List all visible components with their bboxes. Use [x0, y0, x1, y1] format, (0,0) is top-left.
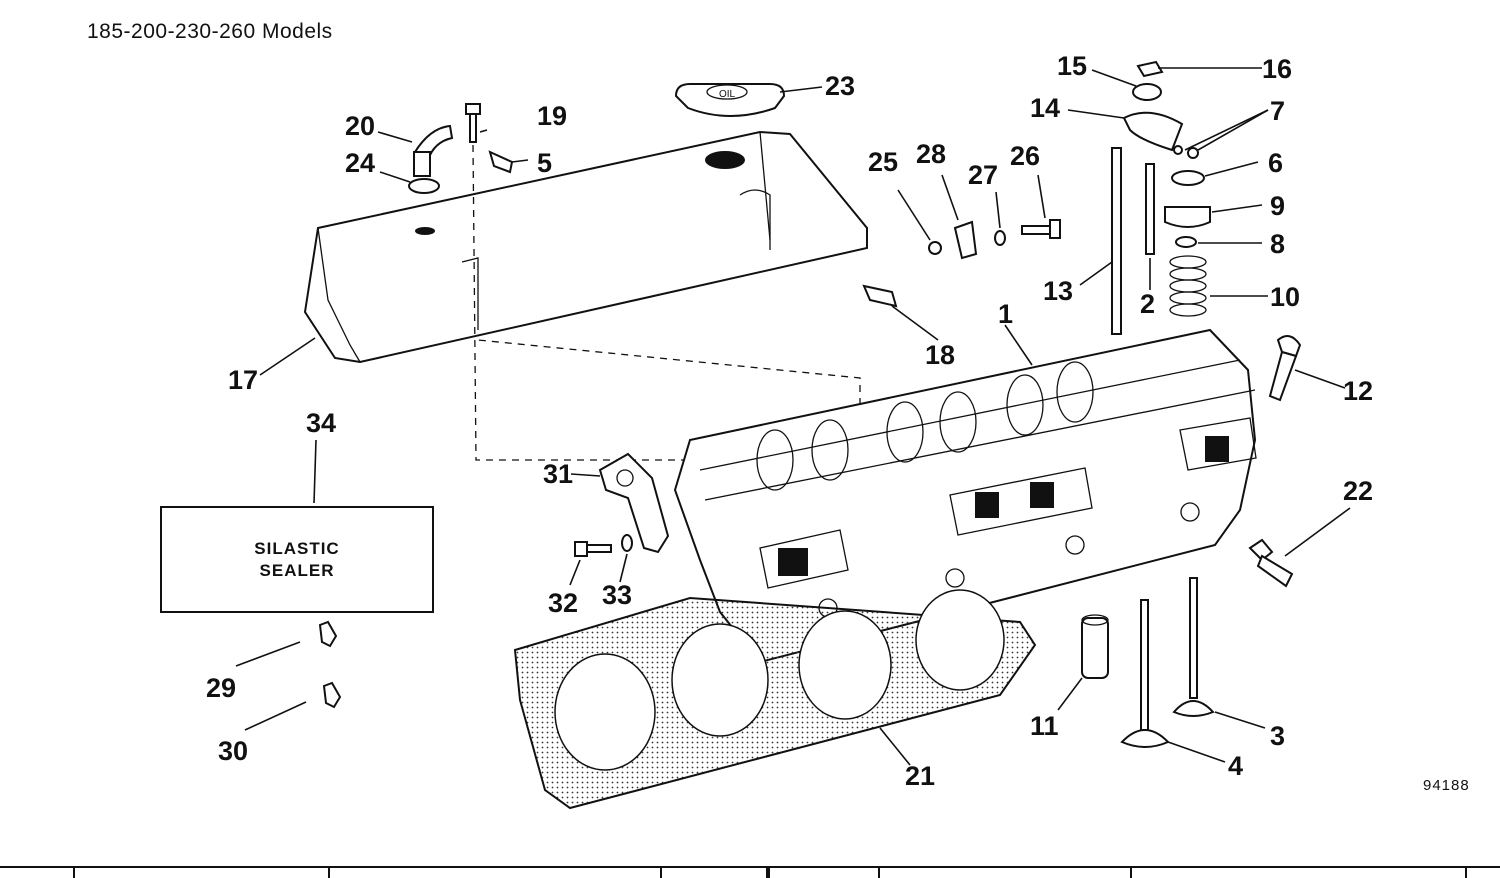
callout-15: 15: [1057, 51, 1087, 81]
callout-34: 34: [306, 408, 336, 438]
table-divider: [73, 868, 75, 878]
callout-17: 17: [228, 365, 258, 395]
callout-6: 6: [1268, 148, 1283, 178]
callout-numbers: 1 2 3 4 5 6 7 8 9 10 11 12 13 14 15 16 1…: [206, 51, 1373, 791]
silastic-sealer-box: SILASTIC SEALER: [160, 506, 434, 613]
table-divider: [660, 868, 662, 878]
table-divider: [878, 868, 880, 878]
clip-28: [953, 220, 978, 260]
callout-30: 30: [218, 736, 248, 766]
callout-28: 28: [916, 139, 946, 169]
sealer-line-2: SEALER: [259, 560, 335, 580]
page-title: 185-200-230-260 Models: [87, 20, 333, 43]
clip-29: [318, 620, 338, 648]
cylinder-head: [673, 328, 1257, 664]
callout-19: 19: [537, 101, 567, 131]
oil-filler-hole: [705, 151, 745, 169]
washer-25: [928, 241, 942, 255]
callout-26: 26: [1010, 141, 1040, 171]
callout-2: 2: [1140, 289, 1155, 319]
callout-7: 7: [1270, 96, 1285, 126]
washer-27: [994, 230, 1006, 246]
callout-29: 29: [206, 673, 236, 703]
oil-cap-label: OIL: [719, 89, 736, 100]
hydraulic-lifter: [1081, 614, 1109, 679]
spring-shield: [1164, 206, 1211, 228]
callout-21: 21: [905, 761, 935, 791]
pushrod: [1111, 147, 1122, 335]
callout-10: 10: [1270, 282, 1300, 312]
table-divider: [1130, 868, 1132, 878]
callout-4: 4: [1228, 751, 1243, 781]
leader-lines: [235, 67, 1351, 766]
head-bolt: [1268, 335, 1302, 402]
table-divider: [766, 868, 770, 878]
callout-5: 5: [537, 148, 552, 178]
callout-14: 14: [1030, 93, 1060, 123]
callout-3: 3: [1270, 721, 1285, 751]
clip-30: [322, 681, 342, 709]
bolt-26: [1021, 219, 1061, 239]
breather-elbow: [408, 124, 454, 194]
callout-31: 31: [543, 459, 573, 489]
breather-hole: [415, 227, 435, 235]
lifting-bracket: [598, 452, 670, 554]
clip-18: [862, 284, 898, 308]
rocker-ball: [1132, 83, 1162, 101]
valve-key-b: [1187, 147, 1199, 159]
temperature-sender: [1248, 538, 1294, 588]
callout-33: 33: [602, 580, 632, 610]
figure-number: 94188: [1423, 777, 1470, 794]
callout-25: 25: [868, 147, 898, 177]
callout-11: 11: [1030, 711, 1059, 741]
callout-27: 27: [968, 160, 998, 190]
table-divider: [1465, 868, 1467, 878]
rocker-cover: [303, 130, 868, 364]
callout-23: 23: [825, 71, 855, 101]
valve-key-a: [1173, 145, 1183, 155]
rocker-nut: [1136, 60, 1164, 78]
head-gasket: [513, 589, 1037, 810]
callout-32: 32: [548, 588, 578, 618]
callout-9: 9: [1270, 191, 1285, 221]
grommet: [408, 178, 440, 194]
intake-valve: [1120, 599, 1170, 748]
callout-16: 16: [1262, 54, 1292, 84]
valve-spring: [1169, 255, 1207, 317]
callout-8: 8: [1270, 229, 1285, 259]
callout-24: 24: [345, 148, 375, 178]
table-divider: [328, 868, 330, 878]
spring-cap: [1171, 170, 1205, 186]
callout-12: 12: [1343, 376, 1373, 406]
callout-20: 20: [345, 111, 375, 141]
cover-clip: [488, 150, 514, 174]
bracket-bolt: [574, 541, 612, 557]
oil-filler-cap: OIL: [674, 83, 786, 117]
cover-bolt: [465, 103, 861, 461]
exhaust-valve: [1172, 577, 1215, 717]
sealer-line-1: SILASTIC: [254, 538, 340, 558]
head-valve-springs: [756, 361, 1094, 491]
callout-13: 13: [1043, 276, 1073, 306]
bracket-washer: [621, 534, 633, 552]
callout-1: 1: [998, 299, 1013, 329]
intake-ports: [759, 417, 1257, 589]
callout-22: 22: [1343, 476, 1373, 506]
rocker-arm: [1122, 111, 1184, 152]
oil-seal: [1175, 236, 1197, 248]
rocker-stud: [1145, 163, 1155, 255]
callout-18: 18: [925, 340, 955, 370]
parts-table-header-strip: [0, 866, 1500, 878]
